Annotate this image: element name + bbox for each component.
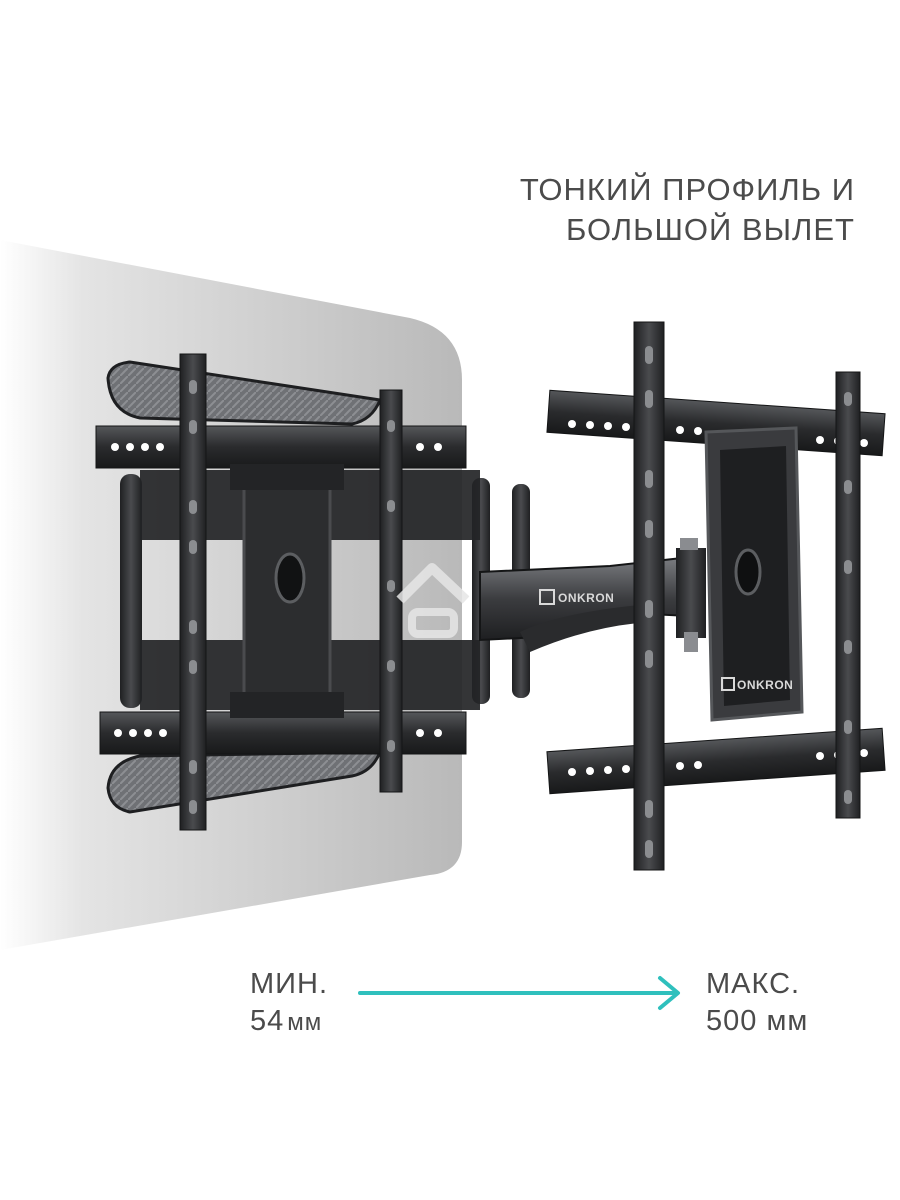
headline: ТОНКИЙ ПРОФИЛЬ И БОЛЬШОЙ ВЫЛЕТ — [395, 170, 855, 250]
max-caption: МАКС. — [706, 968, 801, 1000]
min-unit: мм — [287, 1009, 323, 1036]
brand-logo-arm: ONKRON — [539, 589, 614, 605]
brand-text-arm: ONKRON — [558, 591, 614, 605]
brand-logo-plate: ONKRON — [721, 677, 793, 692]
max-depth-label: МАКС. 500 мм — [706, 966, 808, 1040]
min-caption: МИН. — [250, 968, 329, 1000]
mount-folded — [95, 353, 530, 831]
brand-text-plate: ONKRON — [737, 678, 793, 692]
max-value: 500 мм — [706, 1005, 809, 1037]
house-watermark-icon — [396, 563, 470, 638]
min-value: 54 — [250, 1005, 285, 1037]
headline-line-1: ТОНКИЙ ПРОФИЛЬ И — [519, 172, 855, 207]
headline-line-2: БОЛЬШОЙ ВЫЛЕТ — [566, 212, 855, 247]
mount-extended: ONKRON — [546, 321, 886, 871]
right-arrow-icon — [358, 976, 680, 1010]
